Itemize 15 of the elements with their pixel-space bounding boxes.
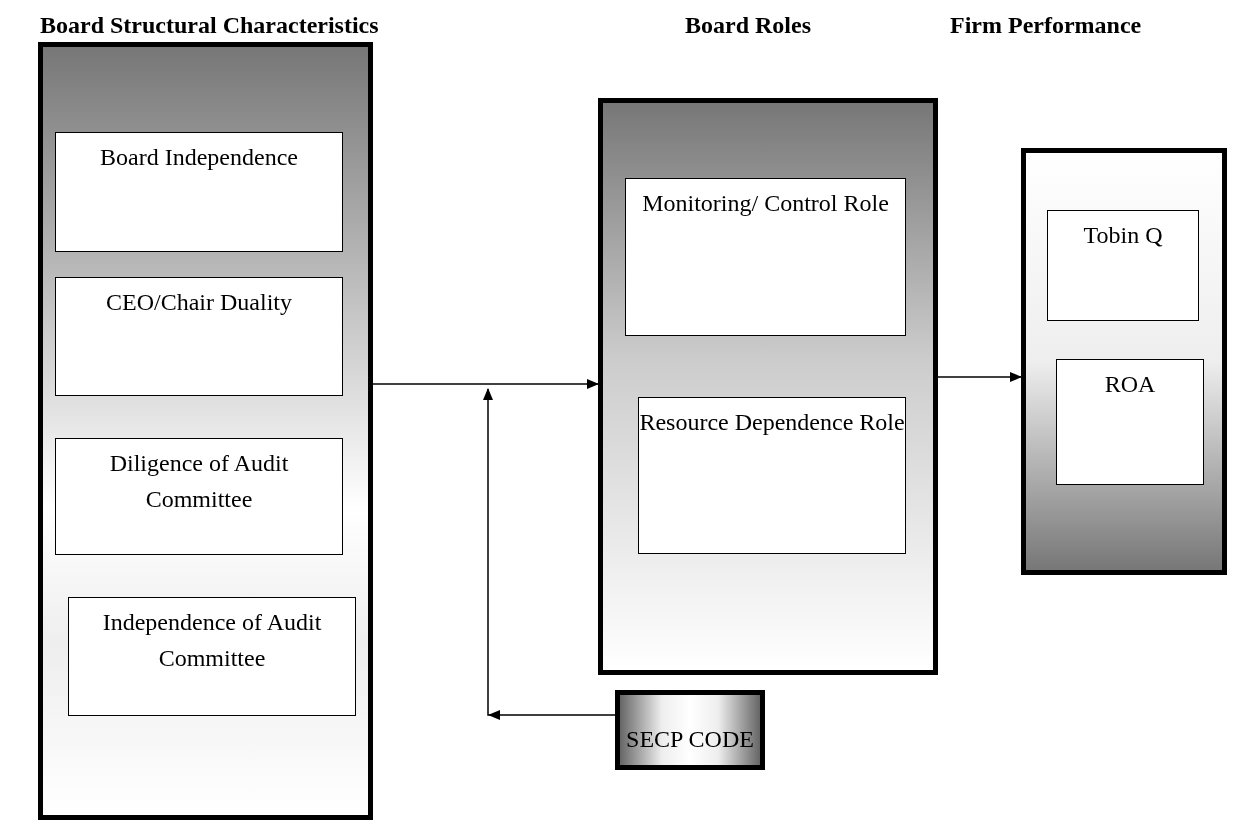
column-heading: Firm Performance	[950, 11, 1142, 40]
variable-box: Board Independence	[55, 132, 343, 252]
variable-box: Diligence of Audit Committee	[55, 438, 343, 555]
column-heading: Board Roles	[685, 11, 811, 40]
moderator-box: SECP CODE	[615, 690, 765, 770]
variable-box: Tobin Q	[1047, 210, 1199, 321]
arrow	[483, 388, 616, 720]
variable-box: Monitoring/ Control Role	[625, 178, 906, 336]
variable-box: Independence of Audit Committee	[68, 597, 356, 716]
variable-box: CEO/Chair Duality	[55, 277, 343, 396]
variable-box: Resource Dependence Role	[638, 397, 906, 554]
arrow	[937, 372, 1022, 382]
arrow	[372, 379, 599, 389]
variable-box: ROA	[1056, 359, 1204, 485]
column-heading: Board Structural Characteristics	[40, 11, 379, 40]
